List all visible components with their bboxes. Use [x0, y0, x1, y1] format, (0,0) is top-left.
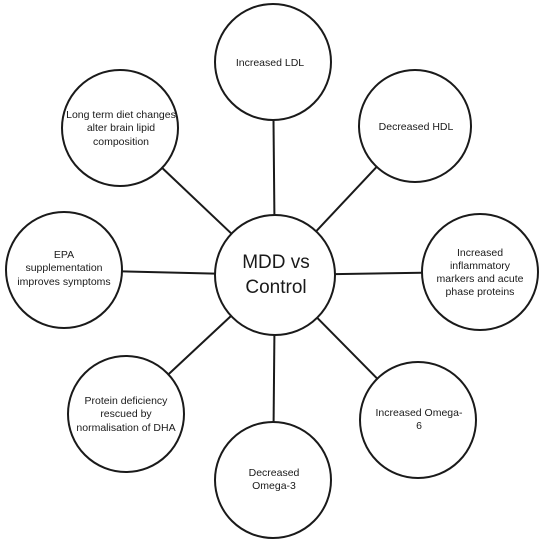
circle-epa-supplementation [5, 211, 123, 329]
circle-decreased-hdl [358, 69, 472, 183]
circle-inflammatory-markers [421, 213, 539, 331]
circle-long-term-diet [61, 69, 179, 187]
connector-line-bottom [272, 334, 276, 423]
connector-line-left [121, 270, 216, 275]
center-circle [214, 214, 336, 336]
node-decreased-hdl-label: Decreased HDL [378, 121, 454, 134]
connector-line-top-right [315, 166, 378, 232]
circle-increased-omega6 [359, 361, 477, 479]
circle-protein-deficiency [67, 355, 185, 473]
connector-line-top-left [161, 167, 233, 235]
connector-line-top [272, 119, 276, 216]
center-node-label: MDD vs Control [242, 252, 310, 298]
connector-line-bottom-left [167, 315, 232, 376]
node-increased-omega6-label: Increased Omega-6 [375, 406, 463, 432]
node-increased-ldl-label: Increased LDL [235, 57, 305, 70]
circle-increased-ldl [214, 3, 332, 121]
connector-line-bottom-right [316, 316, 379, 380]
node-epa-supplementation-label: EPA supplementation improves symptoms [17, 249, 111, 288]
connector-line-right [334, 271, 423, 276]
node-decreased-omega3-label: Decreased Omega-3 [248, 466, 300, 492]
circle-decreased-omega3 [214, 421, 332, 539]
node-protein-deficiency-label: Protein deficiency rescued by normalisat… [76, 395, 176, 434]
node-inflammatory-markers-label: Increased inflammatory markers and acute… [436, 246, 524, 299]
node-long-term-diet-label: Long term diet changes alter brain lipid… [66, 109, 176, 148]
